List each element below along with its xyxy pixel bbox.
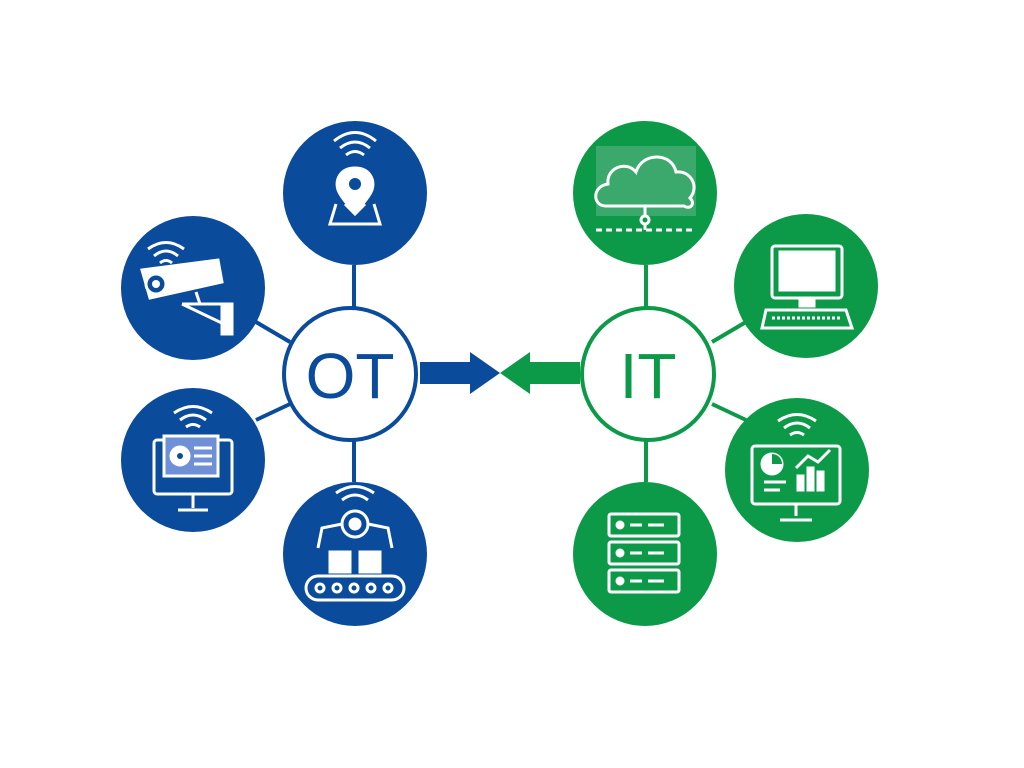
it-node-servers (573, 482, 717, 626)
it-connectors (644, 265, 748, 482)
ot-label: OT (306, 340, 395, 412)
analytics-monitor-icon (750, 413, 842, 522)
it-node-desktop (734, 214, 878, 358)
ot-connectors (254, 265, 356, 482)
robotic-conveyor-icon (304, 485, 406, 602)
monitor-settings-icon (152, 405, 234, 512)
it-hub: IT (580, 306, 716, 442)
ot-node-camera (121, 216, 265, 360)
ot-arrow (420, 352, 500, 394)
ot-node-robotics (283, 482, 427, 626)
it-arrow (500, 352, 580, 394)
cloud-network-icon (594, 146, 696, 232)
desktop-computer-icon (760, 244, 855, 330)
it-node-cloud (573, 121, 717, 265)
wireless-location-pin-icon (327, 131, 383, 226)
server-rack-icon (607, 512, 681, 594)
it-node-analytics (725, 398, 869, 542)
it-label: IT (620, 340, 677, 412)
security-camera-icon (140, 241, 234, 336)
ot-node-hmi (121, 388, 265, 532)
ot-node-location (283, 121, 427, 265)
ot-hub: OT (282, 306, 418, 442)
